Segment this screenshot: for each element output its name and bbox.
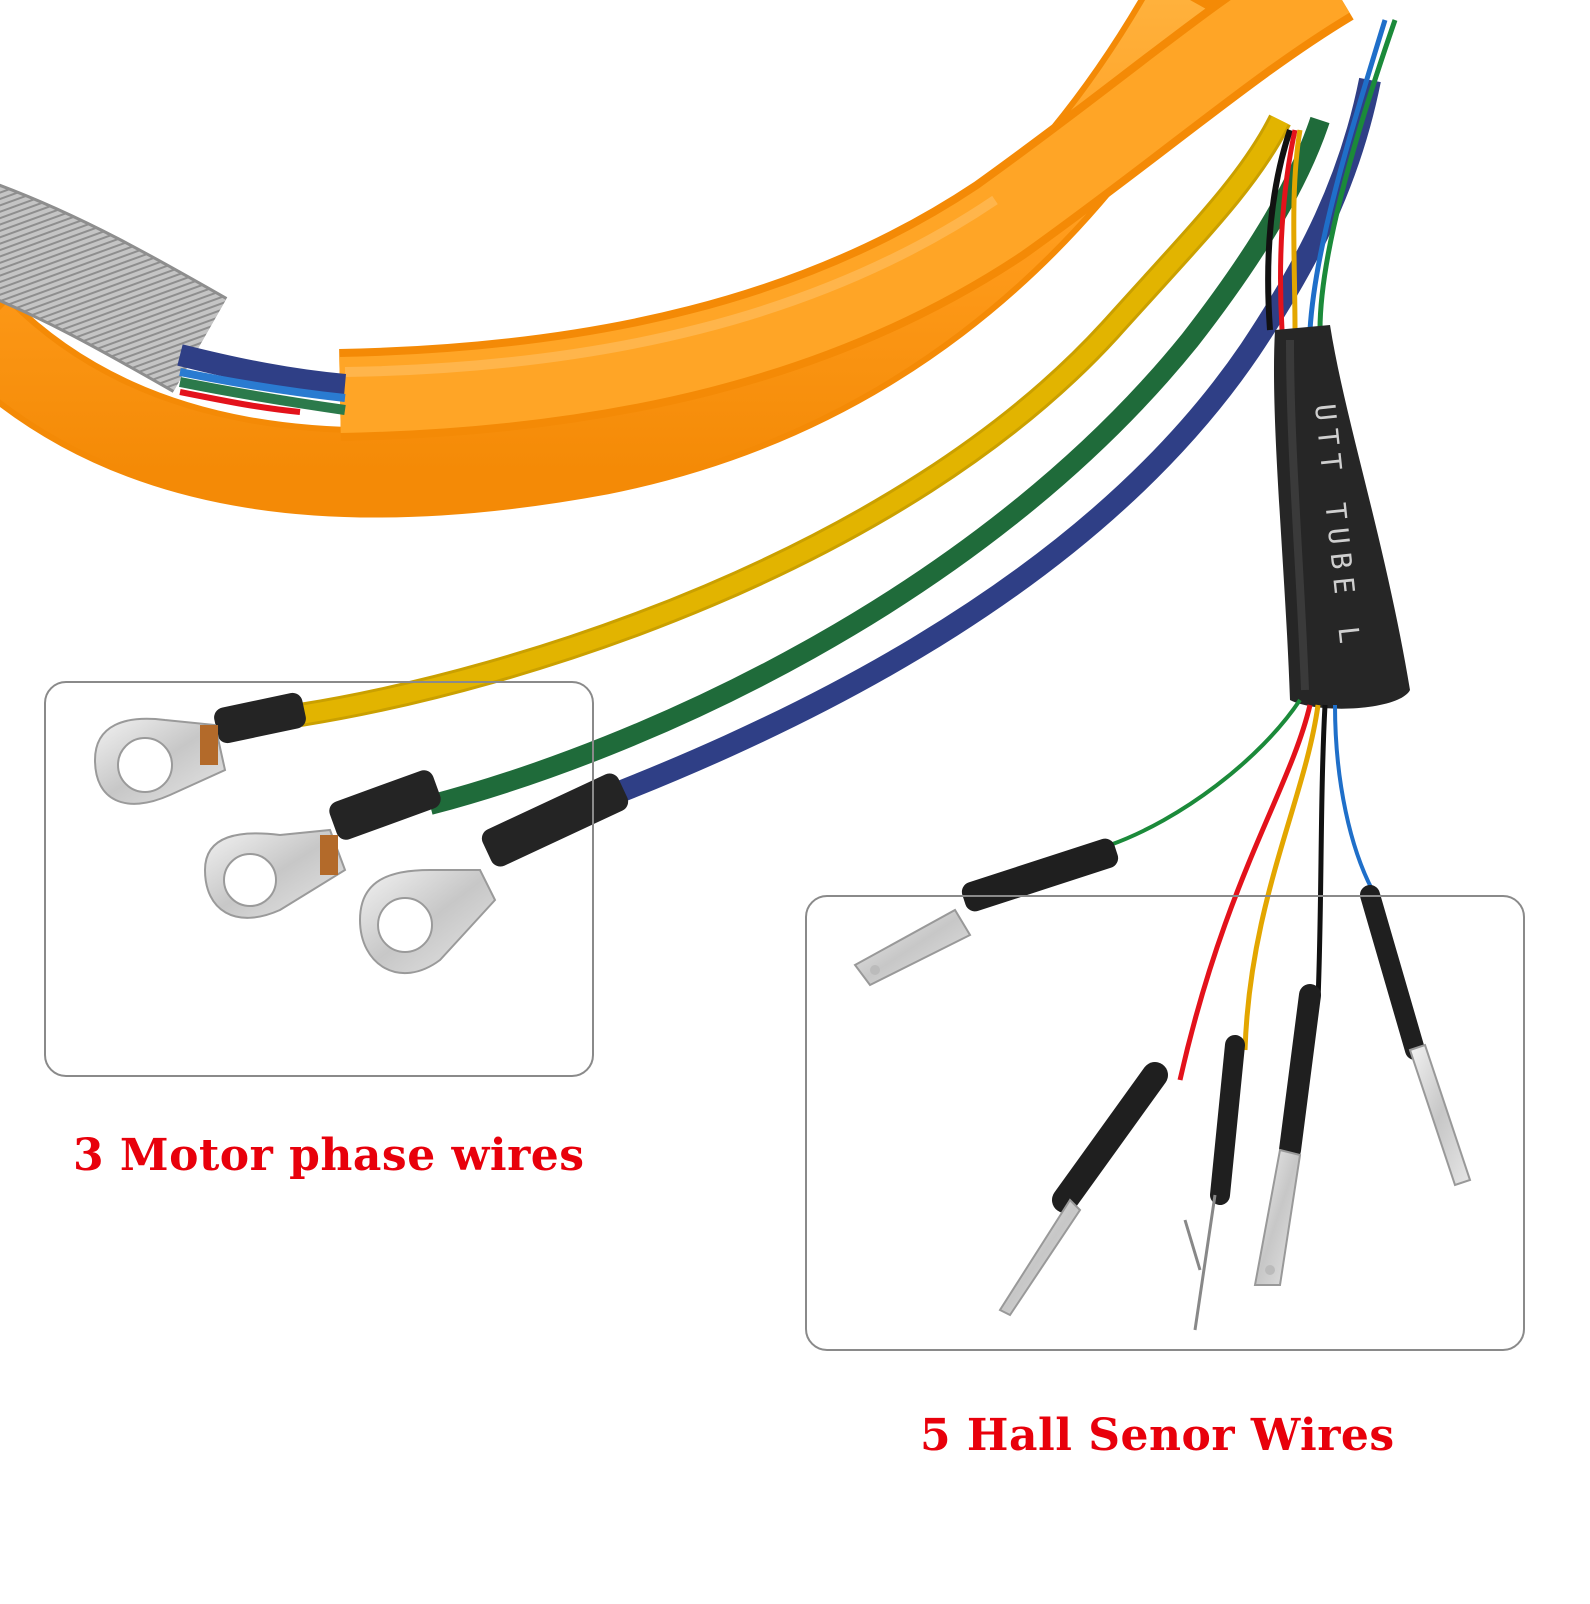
ring-terminal-2: [203, 770, 441, 919]
hall-terminal-red: [998, 1062, 1168, 1317]
ring-terminal-3: [358, 773, 629, 974]
ring-terminal-1: [93, 692, 306, 805]
hall-wires-upper: [1265, 19, 1398, 331]
inner-wire-bundle: [177, 344, 346, 415]
heat-shrink-sleeve: UTT TUBE L: [1273, 325, 1410, 709]
hall-terminal-yellow: [1183, 1035, 1245, 1331]
hall-terminal-blue: [1360, 885, 1472, 1187]
phase-wires-label: 3 Motor phase wires: [73, 1130, 585, 1181]
hall-terminal-black: [1253, 984, 1321, 1286]
hall-wires-label: 5 Hall Senor Wires: [920, 1410, 1395, 1461]
hall-terminal-green: [853, 838, 1119, 987]
hall-wires-lower: [1109, 698, 1377, 1081]
spring-sheath: [0, 183, 228, 393]
orange-cable: [0, 0, 1354, 518]
